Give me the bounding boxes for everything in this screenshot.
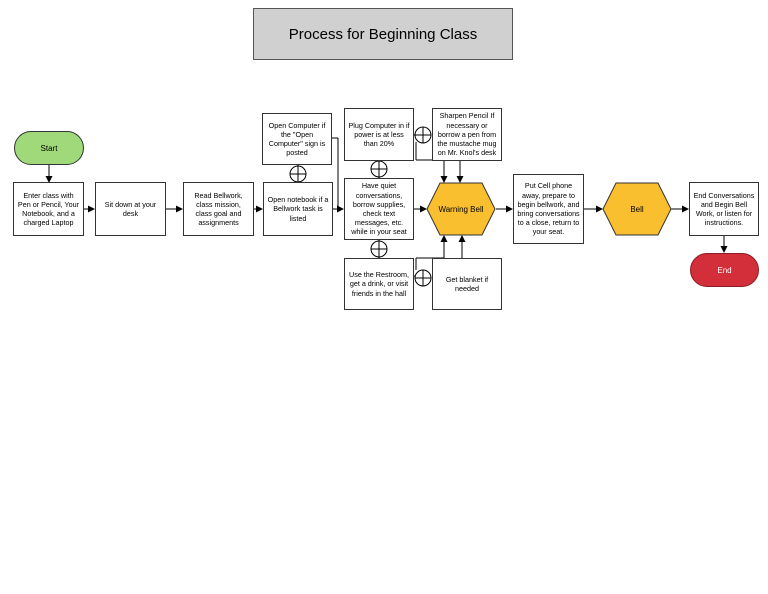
bell-node: Bell — [602, 182, 672, 236]
sit-down-step: Sit down at your desk — [95, 182, 166, 236]
put-phone-away-step: Put Cell phone away, prepare to begin be… — [513, 174, 584, 244]
sharpen-pencil-step: Sharpen Pencil If necessary or borrow a … — [432, 108, 502, 161]
circle-plus-icon — [414, 126, 432, 144]
enter-class-step: Enter class with Pen or Pencil, Your Not… — [13, 182, 84, 236]
open-computer-step: Open Computer if the "Open Computer" sig… — [262, 113, 332, 165]
restroom-step: Use the Restroom, get a drink, or visit … — [344, 258, 414, 310]
circle-plus-icon — [414, 269, 432, 287]
start-node: Start — [14, 131, 84, 165]
circle-plus-icon — [370, 160, 388, 178]
open-notebook-step: Open notebook if a Bellwork task is list… — [263, 182, 333, 236]
warning-bell-label: Warning Bell — [438, 204, 484, 214]
blanket-step: Get blanket if needed — [432, 258, 502, 310]
end-node: End — [690, 253, 759, 287]
end-conversations-step: End Conversations and Begin Bell Work, o… — [689, 182, 759, 236]
read-bellwork-step: Read Bellwork, class mission, class goal… — [183, 182, 254, 236]
plug-computer-step: Plug Computer in if power is at less tha… — [344, 108, 414, 161]
page-title: Process for Beginning Class — [253, 8, 513, 60]
warning-bell-node: Warning Bell — [426, 182, 496, 236]
circle-plus-icon — [370, 240, 388, 258]
circle-plus-icon — [289, 165, 307, 183]
bell-label: Bell — [630, 204, 644, 214]
quiet-conversations-step: Have quiet conversations, borrow supplie… — [344, 178, 414, 240]
